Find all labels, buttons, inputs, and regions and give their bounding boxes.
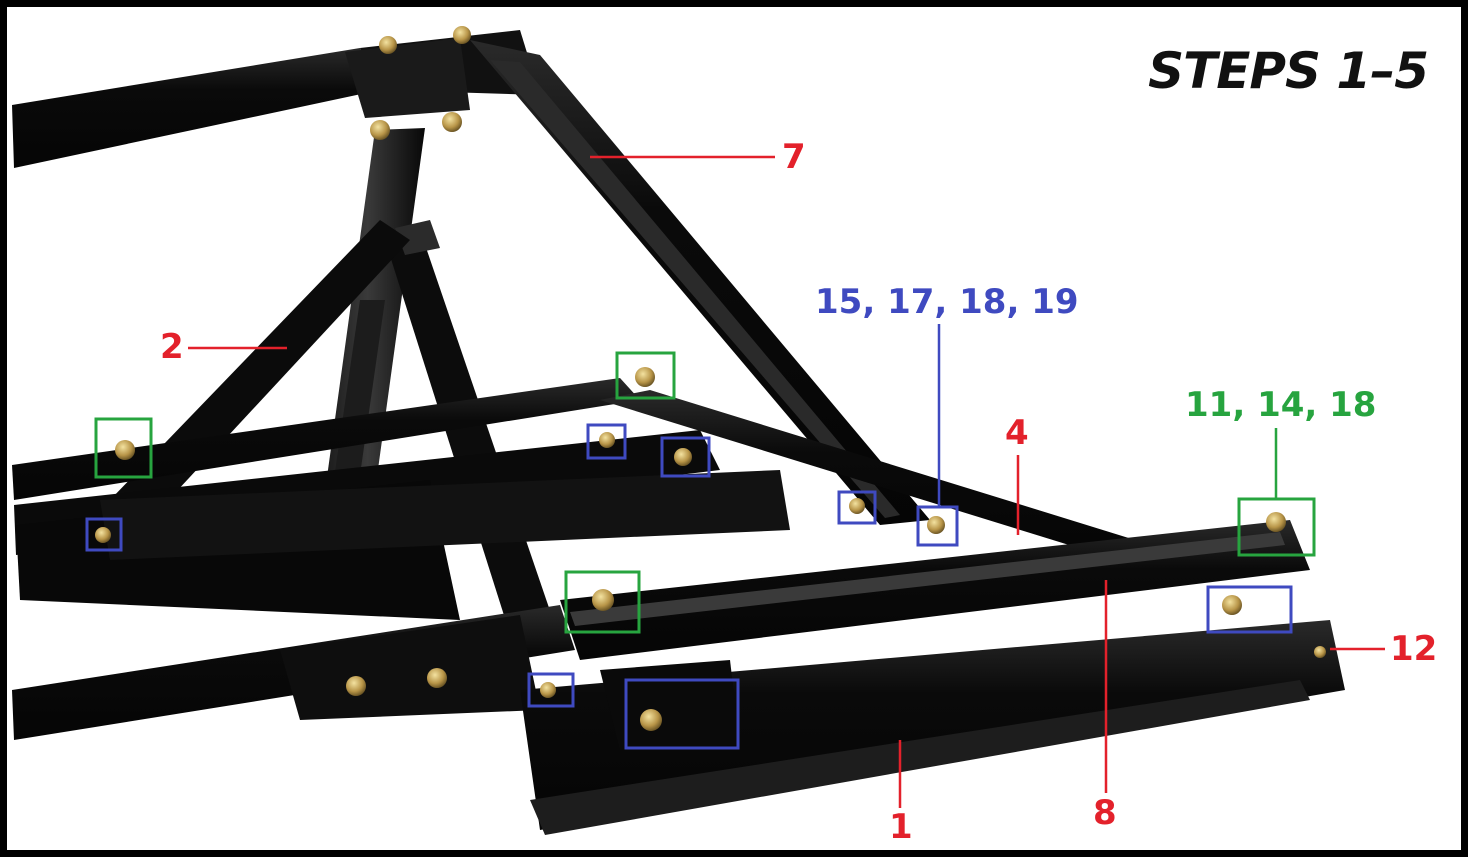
green-hardware-boxes [94,351,1316,634]
part-label-12: 12 [1390,629,1438,669]
diagonal-brace [470,40,930,525]
blue-box-5 [916,505,959,547]
bolts [95,26,1326,731]
left-rails [12,378,790,620]
hardware-label-blue: 15, 17, 18, 19 [815,282,1079,322]
blue-box-4 [837,490,877,525]
part-label-1: 1 [889,807,913,847]
green-box-front [564,570,641,634]
blue-box-1 [85,517,123,552]
blue-box-8 [624,678,740,750]
green-box-left [94,417,153,479]
leader-lines [188,155,1385,808]
skid-part-1 [520,620,1345,835]
blue-box-6 [1206,585,1293,634]
green-box-rear [615,351,676,400]
blue-box-3 [660,436,711,478]
frame-member-4 [600,390,1200,570]
blue-hardware-boxes [85,423,1293,750]
blue-box-7 [527,672,575,708]
steps-title: STEPS 1–5 [1148,42,1429,100]
part-label-7: 7 [782,137,806,177]
part-label-8: 8 [1093,793,1117,833]
frame-member-8 [560,520,1310,660]
part-label-4: 4 [1005,413,1029,453]
lower-tube [12,605,575,740]
blue-box-2 [586,423,627,460]
part-label-2: 2 [160,327,184,367]
hardware-label-green: 11, 14, 18 [1185,385,1377,425]
top-tube [12,30,540,168]
